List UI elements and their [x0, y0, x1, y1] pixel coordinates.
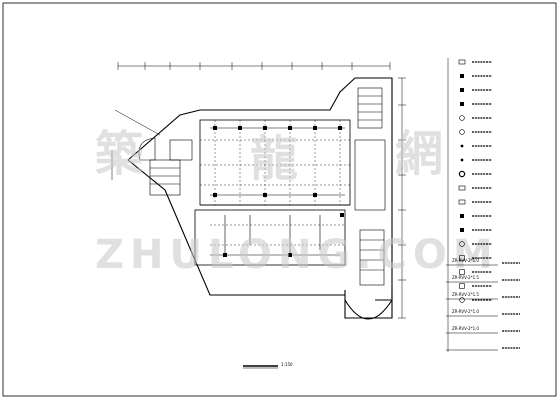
legend-cable-row: ZR-RVV-2*1.0 [446, 326, 520, 334]
circle-icon [459, 129, 465, 135]
circle-icon [459, 297, 465, 303]
legend-row [459, 283, 492, 289]
legend-row [458, 170, 492, 178]
square-icon [459, 283, 465, 289]
filled-square-icon [460, 214, 464, 218]
cable-code: ZR-RVV-2*1.5 [452, 292, 479, 297]
filled-square-icon [460, 74, 464, 78]
watermark-text: ZHULONG.COM [95, 232, 499, 278]
legend-cable-row: ZR-RVV-2*1.0 [446, 258, 520, 266]
top-dimension-line [117, 62, 391, 70]
rect-outline-icon [458, 185, 466, 191]
legend-row [460, 102, 492, 106]
right-dimension-line [398, 77, 406, 319]
legend-row [460, 158, 492, 162]
stair-core-right [354, 87, 386, 286]
legend-row [459, 129, 492, 135]
legend-row [459, 255, 492, 261]
watermark: 築 龍 網 ZHULONG.COM [95, 126, 499, 278]
main-hall-walls [194, 119, 351, 266]
square-icon [459, 255, 465, 261]
left-diagonal-dimension [114, 109, 161, 136]
watermark-glyph: 龍 [250, 131, 298, 187]
watermark-glyph: 網 [395, 126, 443, 182]
legend-row [459, 269, 492, 275]
wiring-runs [210, 127, 345, 256]
cable-code: ZR-RVV-2*1.5 [452, 275, 479, 280]
legend-row [460, 144, 492, 148]
filled-square-icon [460, 228, 464, 232]
small-circle-icon [460, 144, 464, 148]
legend-cable-row: ZR-RVV-2*1.0 [446, 309, 520, 317]
legend-cable-row: ZR-RVV-2*1.5 [446, 275, 520, 283]
small-circle-icon [460, 158, 464, 162]
legend-row [458, 59, 492, 65]
legend-row [458, 199, 492, 205]
cable-code: ZR-RVV-2*1.0 [452, 309, 479, 314]
legend-row [458, 185, 492, 191]
device-markers [213, 126, 344, 257]
legend-row [459, 297, 492, 303]
cable-code: ZR-RVV-2*1.0 [452, 258, 479, 263]
legend-cable-row [446, 347, 520, 351]
legend-cable-row: ZR-RVV-2*1.5 [446, 292, 520, 300]
legend-row [460, 228, 492, 232]
legend-row [460, 74, 492, 78]
filled-square-icon [460, 102, 464, 106]
double-circle-icon [458, 170, 466, 178]
square-icon [459, 269, 465, 275]
legend: ZR-RVV-2*1.0ZR-RVV-2*1.5ZR-RVV-2*1.5ZR-R… [446, 59, 520, 351]
drawing-frame [2, 2, 557, 397]
legend-row [460, 88, 492, 92]
stair-core-left [138, 137, 193, 196]
drawing-title: 1:150 [243, 362, 293, 369]
legend-row [460, 214, 492, 218]
circle-icon [459, 115, 465, 121]
cable-code: ZR-RVV-2*1.0 [452, 326, 479, 331]
circle-icon [459, 241, 465, 247]
legend-row [459, 241, 492, 247]
rect-outline-icon [458, 59, 466, 65]
column-grid [200, 120, 350, 246]
scale-note: 1:150 [281, 362, 293, 367]
watermark-glyph: 築 [95, 126, 144, 182]
building-outline [127, 77, 393, 320]
rect-outline-icon [458, 199, 466, 205]
legend-row [459, 115, 492, 121]
filled-square-icon [460, 88, 464, 92]
